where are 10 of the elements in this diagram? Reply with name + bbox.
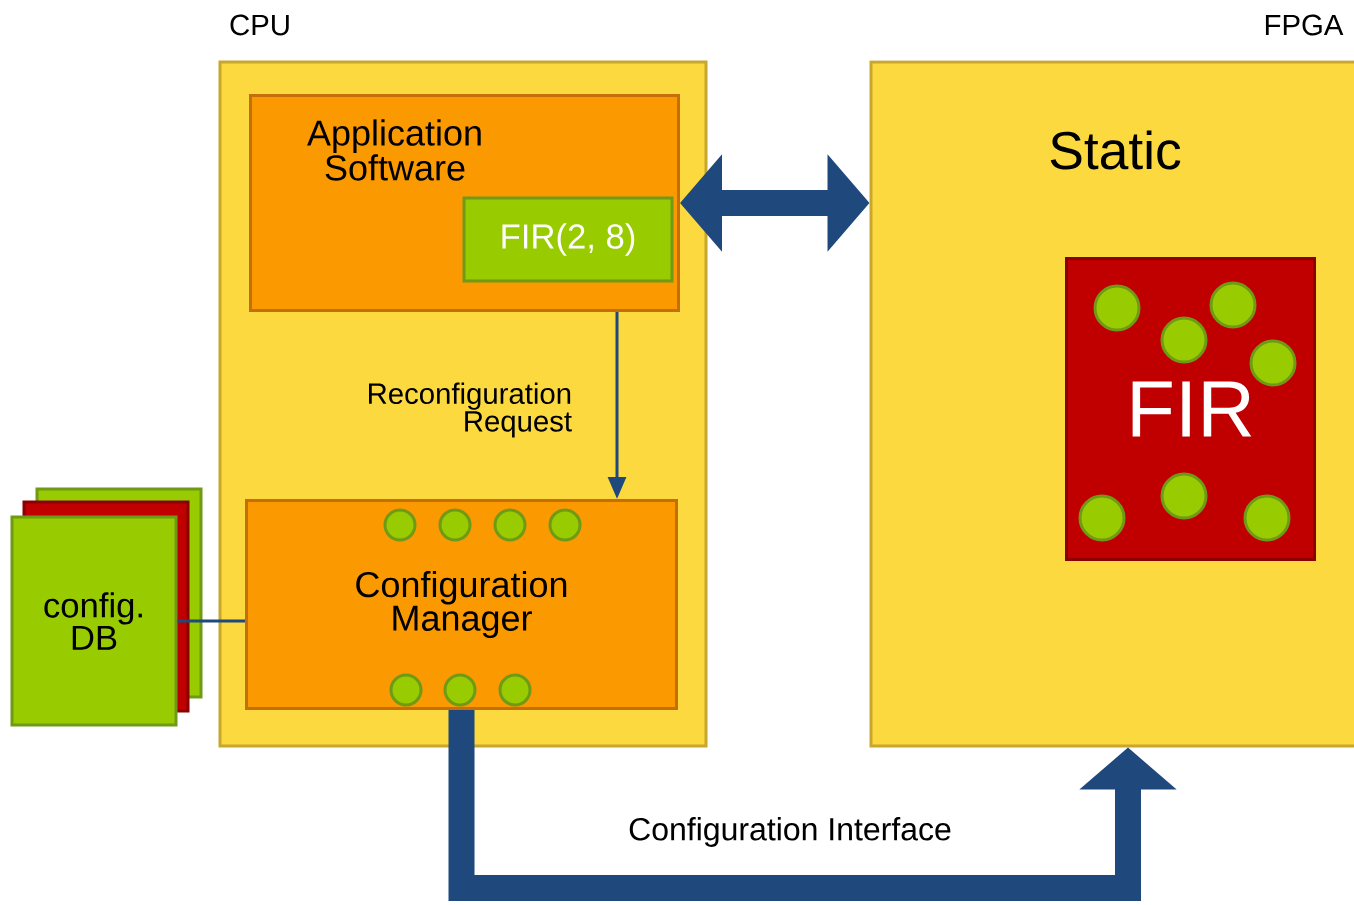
box-label: Application Software (307, 119, 481, 181)
connector-line (177, 619, 245, 623)
edge-label: Configuration Interface (629, 817, 951, 847)
heading: FPGA (1265, 14, 1344, 36)
box-label: FIR(2, 8) (502, 223, 635, 256)
box-label: FIR (1132, 381, 1252, 437)
box-label: Static (1050, 130, 1181, 170)
box-label: Configuration Manager (356, 570, 567, 639)
heading: CPU (230, 14, 289, 36)
edge-label: Reconfiguration Request (369, 382, 572, 438)
